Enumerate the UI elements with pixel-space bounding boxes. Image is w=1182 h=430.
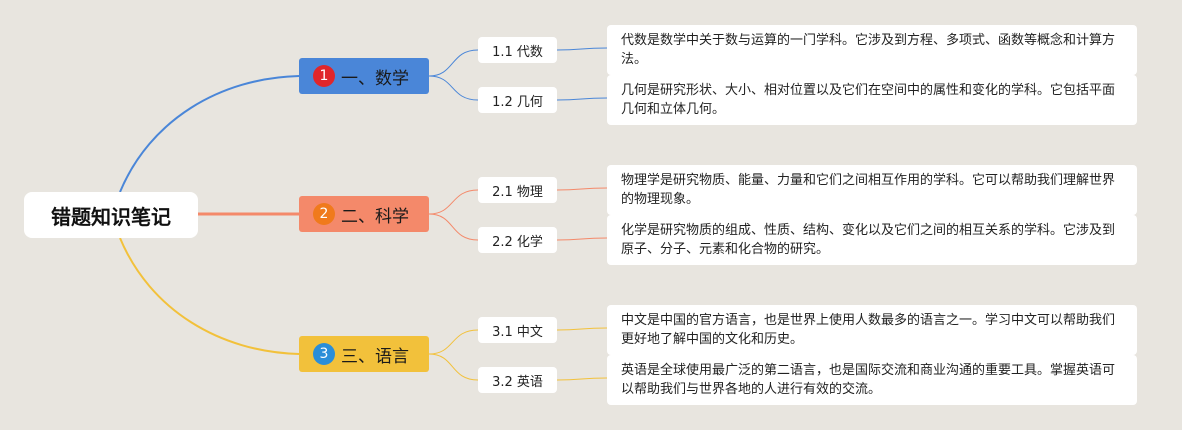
topic-physics[interactable]: 2.1 物理 — [478, 177, 557, 203]
note-text: 化学是研究物质的组成、性质、结构、变化以及它们之间的相互关系的学科。它涉及到原子… — [621, 223, 1116, 257]
connector-math-desc-2 — [556, 97, 608, 101]
connector-language-desc-2 — [556, 377, 608, 381]
topic-chemistry[interactable]: 2.2 化学 — [478, 227, 557, 253]
topic-label: 1.2 几何 — [492, 94, 543, 110]
connector-language-1 — [428, 329, 479, 355]
connector-root-math — [119, 75, 300, 193]
note-text: 几何是研究形状、大小、相对位置以及它们在空间中的属性和变化的学科。它包括平面几何… — [621, 83, 1116, 117]
connector-science-1 — [428, 189, 479, 215]
branch-label: 一、数学 — [341, 68, 409, 89]
connector-math-1 — [428, 49, 479, 77]
connector-language-desc-1 — [556, 327, 608, 331]
connector-science-2 — [428, 213, 479, 241]
note-text: 英语是全球使用最广泛的第二语言，也是国际交流和商业沟通的重要工具。掌握英语可以帮… — [621, 363, 1116, 397]
topic-label: 2.2 化学 — [492, 234, 543, 250]
number-badge-icon: 3 — [313, 343, 335, 365]
note-geometry[interactable]: 几何是研究形状、大小、相对位置以及它们在空间中的属性和变化的学科。它包括平面几何… — [607, 75, 1137, 125]
note-chemistry[interactable]: 化学是研究物质的组成、性质、结构、变化以及它们之间的相互关系的学科。它涉及到原子… — [607, 215, 1137, 265]
note-text: 物理学是研究物质、能量、力量和它们之间相互作用的学科。它可以帮助我们理解世界的物… — [621, 173, 1116, 207]
note-english[interactable]: 英语是全球使用最广泛的第二语言，也是国际交流和商业沟通的重要工具。掌握英语可以帮… — [607, 355, 1137, 405]
root-label: 错题知识笔记 — [51, 204, 171, 229]
connector-science-desc-1 — [556, 187, 608, 191]
connector-science-desc-2 — [556, 237, 608, 241]
note-text: 中文是中国的官方语言，也是世界上使用人数最多的语言之一。学习中文可以帮助我们更好… — [621, 313, 1116, 347]
branch-science[interactable]: 2 二、科学 — [299, 196, 429, 232]
connector-root-language — [119, 237, 300, 355]
branch-label: 二、科学 — [341, 206, 409, 227]
topic-english[interactable]: 3.2 英语 — [478, 367, 557, 393]
topic-algebra[interactable]: 1.1 代数 — [478, 37, 557, 63]
topic-label: 2.1 物理 — [492, 184, 543, 200]
note-chinese[interactable]: 中文是中国的官方语言，也是世界上使用人数最多的语言之一。学习中文可以帮助我们更好… — [607, 305, 1137, 355]
branch-label: 三、语言 — [341, 346, 409, 367]
number-badge-icon: 2 — [313, 203, 335, 225]
note-physics[interactable]: 物理学是研究物质、能量、力量和它们之间相互作用的学科。它可以帮助我们理解世界的物… — [607, 165, 1137, 215]
note-algebra[interactable]: 代数是数学中关于数与运算的一门学科。它涉及到方程、多项式、函数等概念和计算方法。 — [607, 25, 1137, 75]
connector-language-2 — [428, 353, 479, 381]
note-text: 代数是数学中关于数与运算的一门学科。它涉及到方程、多项式、函数等概念和计算方法。 — [621, 33, 1116, 67]
root-node[interactable]: 错题知识笔记 — [24, 192, 198, 238]
connector-math-desc-1 — [556, 47, 608, 51]
branch-language[interactable]: 3 三、语言 — [299, 336, 429, 372]
number-badge-icon: 1 — [313, 65, 335, 87]
topic-label: 3.2 英语 — [492, 374, 543, 390]
topic-chinese[interactable]: 3.1 中文 — [478, 317, 557, 343]
topic-label: 1.1 代数 — [492, 44, 543, 60]
topic-label: 3.1 中文 — [492, 324, 543, 340]
branch-math[interactable]: 1 一、数学 — [299, 58, 429, 94]
connector-math-2 — [428, 75, 479, 101]
topic-geometry[interactable]: 1.2 几何 — [478, 87, 557, 113]
